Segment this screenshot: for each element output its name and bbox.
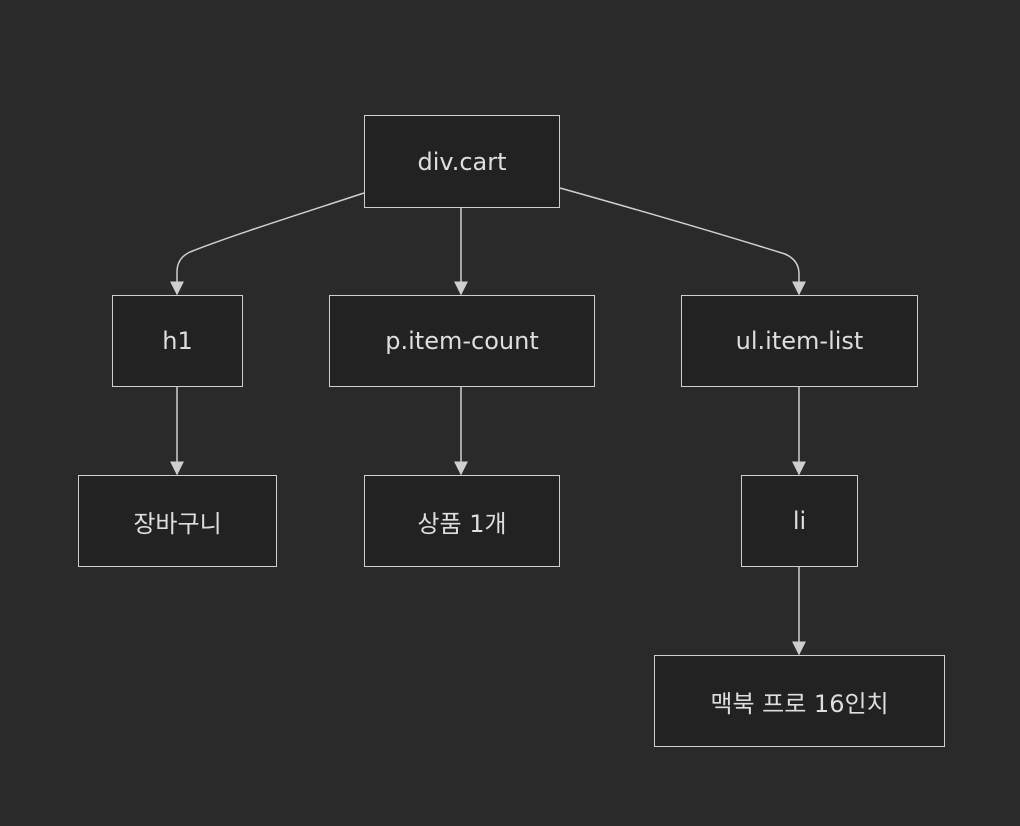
edge-div-cart-to-h1 <box>170 192 365 296</box>
node-p-item-count: p.item-count <box>329 295 595 387</box>
edge-div-cart-to-ul-item-list <box>559 187 806 296</box>
node-li: li <box>741 475 858 567</box>
node-item-count-text: 상품 1개 <box>364 475 560 567</box>
node-div-cart: div.cart <box>364 115 560 208</box>
node-h1-text: 장바구니 <box>78 475 277 567</box>
node-li-text: 맥북 프로 16인치 <box>654 655 945 747</box>
node-h1: h1 <box>112 295 243 387</box>
node-ul-item-list: ul.item-list <box>681 295 918 387</box>
